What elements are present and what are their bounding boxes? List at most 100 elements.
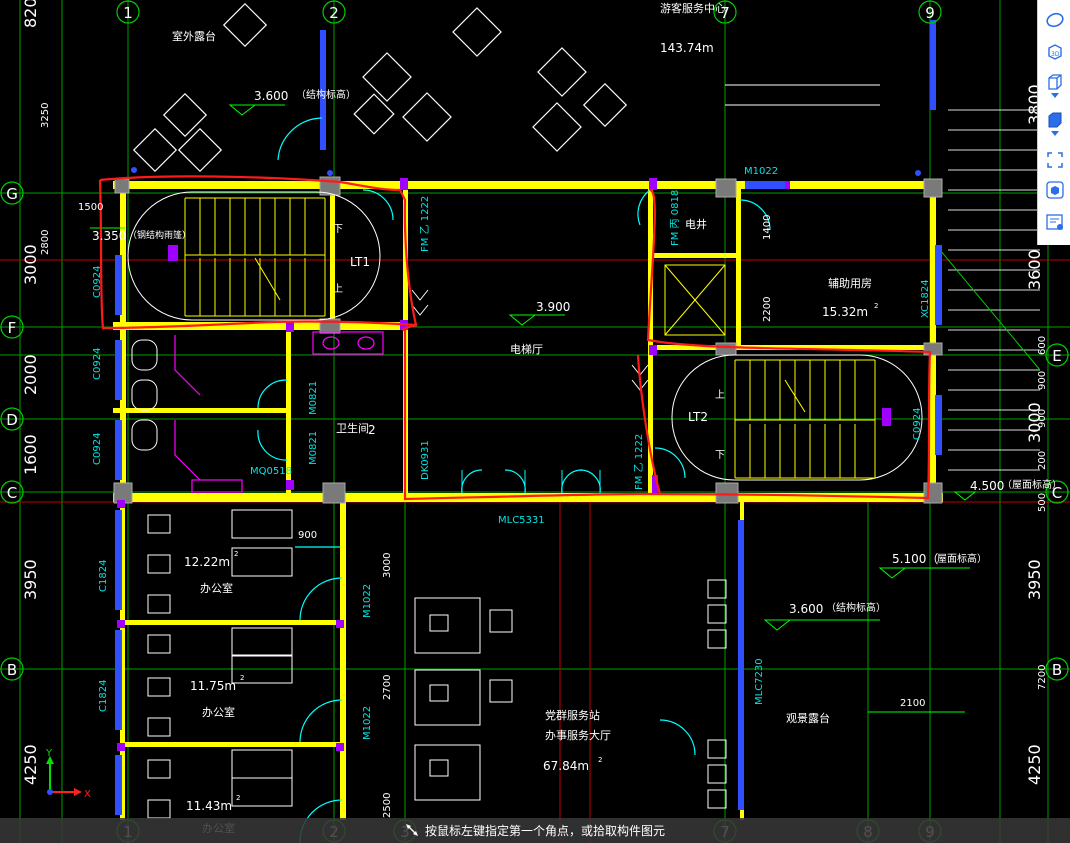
tag-c0924a: C0924 (92, 266, 103, 298)
dim-4250-left: 4250 (21, 744, 40, 785)
tag-fm1: FM 乙 1222 (419, 196, 431, 252)
office2-label: 办公室 (202, 705, 235, 719)
toilets (131, 339, 158, 451)
tag-xc1824: XC1824 (920, 279, 931, 318)
cube-outline-icon[interactable] (1043, 70, 1066, 93)
service-hall-line2: 办事服务大厅 (545, 728, 611, 742)
dim-8200: 8200 (21, 0, 40, 28)
chevron-down-icon[interactable] (1043, 90, 1066, 102)
view-toolbar: 3D (1037, 0, 1070, 245)
markup-outlines (98, 175, 932, 501)
dim-200-right: 200 (1037, 451, 1048, 470)
office1-label: 办公室 (200, 581, 233, 595)
dim-2000-left: 2000 (21, 354, 40, 395)
tag-c0924b: C0924 (92, 348, 103, 380)
axis-label-top-1: 1 (123, 4, 133, 22)
room-visitor-center: 游客服务中心 (660, 1, 726, 15)
dim-3600-right: 3600 (1025, 249, 1044, 290)
dim-600-right: 600 (1037, 336, 1048, 355)
view-terrace: 观景露台 (786, 711, 830, 725)
right-stair-hatch (948, 109, 1040, 471)
room-aux: 辅助用房 (828, 276, 872, 290)
level-3600-b: 3.600 (789, 602, 823, 616)
restroom-fixtures (174, 331, 384, 493)
ucs-x-label: X (84, 789, 91, 800)
level-3600-a-note: （结构标高） (296, 88, 356, 101)
dim-1600-left: 1600 (21, 434, 40, 475)
dim-900-right: 900 (1037, 371, 1048, 390)
stair-lt2 (671, 354, 923, 481)
tag-m1022: M1022 (744, 166, 778, 177)
cube-solid-icon[interactable] (1043, 108, 1066, 131)
room-aux-area: 15.32m (822, 305, 868, 319)
tag-c1824a: C1824 (98, 560, 109, 592)
tag-mq0518: MQ0518 (250, 466, 292, 477)
tag-mlc5331: MLC5331 (498, 515, 545, 526)
dim-3000-left: 3000 (21, 244, 40, 285)
level-4500-note: （屋面标高） (1002, 478, 1062, 491)
stair-lt1-up: 上 (333, 283, 343, 295)
axis-label-left-B: B (7, 661, 17, 679)
office2-sup: 2 (240, 674, 244, 682)
ucs-y-label: Y (45, 748, 53, 759)
tag-c0924c: C0924 (92, 433, 103, 465)
axis-label-right-B: B (1052, 661, 1062, 679)
office2-area: 11.75m (190, 679, 236, 693)
isolate-icon[interactable] (1043, 178, 1066, 201)
properties-icon[interactable] (1043, 210, 1066, 233)
dim-2800: 2800 (40, 230, 51, 255)
chevron-down-icon[interactable] (1043, 128, 1066, 140)
level-markers (90, 104, 977, 713)
office-furniture (147, 509, 727, 819)
service-hall-area: 67.84m (543, 759, 589, 773)
level-5100: 5.100（ (892, 552, 938, 566)
stair-lt2-down: 下 (715, 450, 725, 461)
fullscreen-icon[interactable] (1043, 148, 1066, 171)
ellipse-icon[interactable] (1043, 8, 1066, 31)
room-restroom-num: 2 (368, 423, 376, 437)
room-aux-sup: 2 (874, 302, 878, 310)
level-4500: 4.500 (970, 479, 1004, 493)
office3-sup: 2 (236, 794, 240, 802)
axis-label-left-G: G (6, 185, 18, 203)
dim-500-right: 500 (1037, 493, 1048, 512)
view-3d-icon[interactable]: 3D (1043, 40, 1066, 63)
dim-3250: 3250 (40, 103, 51, 128)
command-prompt-text: 按鼠标左键指定第一个角点，或拾取构件图元 (425, 824, 666, 838)
tag-fm3: FM 丙 0818 (670, 190, 681, 246)
dim-1500: 1500 (78, 202, 103, 213)
tag-mlc7230: MLC7230 (754, 658, 765, 705)
level-5100-note: 屋面标高） (937, 552, 987, 565)
doors (257, 117, 771, 843)
level-3350-note: （钢结构雨篷） (128, 229, 191, 241)
tag-fm2: FM 乙 1222 (633, 434, 645, 490)
level-3600-b-note: （结构标高） (826, 601, 886, 614)
dim-900-office: 900 (298, 530, 317, 541)
dim-7200-right: 7200 (1037, 665, 1048, 690)
stair-lt1-down: 下 (333, 224, 343, 235)
dim-900b-right: 900 (1037, 409, 1048, 428)
dim-4250-right: 4250 (1025, 744, 1044, 785)
dim-1400-elev: 1400 (762, 215, 773, 240)
room-elevator-hall: 电梯厅 (510, 343, 543, 356)
level-3350: 3.350 (92, 229, 126, 243)
axis-label-left-C: C (7, 484, 17, 502)
room-outdoor-terrace: 室外露台 (172, 29, 216, 43)
axis-label-right-E: E (1052, 347, 1061, 365)
tag-m1022c: M1022 (362, 706, 373, 740)
service-hall-sup: 2 (598, 756, 602, 764)
level-3600-a: 3.600 (254, 89, 288, 103)
tag-m1022b: M1022 (362, 584, 373, 618)
tag-m0821a: M0821 (308, 381, 319, 415)
dim-2700-office: 2700 (382, 675, 393, 700)
room-shaft: 电井 (685, 217, 707, 231)
dim-2200-elev: 2200 (762, 297, 773, 322)
tag-dk0931: DK0931 (420, 440, 431, 480)
windows (115, 20, 942, 815)
dim-3000-right: 3000 (1025, 402, 1044, 443)
tag-c1824b: C1824 (98, 680, 109, 712)
axis-label-top-2: 2 (329, 4, 339, 22)
svg-text:3D: 3D (1051, 51, 1060, 58)
dim-3950-left: 3950 (21, 559, 40, 600)
